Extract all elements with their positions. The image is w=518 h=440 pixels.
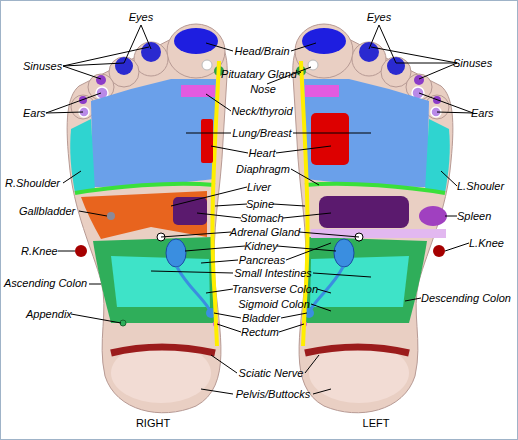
part-label: L.Shouler (457, 179, 504, 193)
part-label: LEFT (363, 416, 390, 430)
heart-zone (311, 113, 349, 165)
part-label: Gallbladder (19, 204, 75, 218)
part-label: Appendix (26, 307, 72, 321)
part-label: RIGHT (136, 416, 170, 430)
part-label: Ears (471, 106, 494, 120)
part-label: Sigmoid Colon (238, 297, 310, 311)
part-label: Spine (246, 197, 274, 211)
part-label: Bladder (242, 311, 280, 325)
part-label: Head/Brain (234, 44, 289, 58)
part-label: Eyes (367, 10, 391, 24)
gallbladder-zone (107, 212, 115, 220)
part-label: Ears (23, 106, 46, 120)
part-label: Descending Colon (421, 291, 511, 305)
part-label: L.Knee (469, 236, 504, 250)
part-label: Stomach (240, 211, 283, 225)
leader-lines (46, 25, 473, 394)
part-label: Sinuses (453, 56, 492, 70)
left-foot (293, 24, 453, 413)
part-label: R.Shoulder (5, 176, 60, 190)
stomach-zone (319, 196, 409, 228)
part-label: Nose (250, 82, 276, 96)
part-label: Neck/thyroid (231, 104, 292, 118)
part-label: Liver (247, 180, 271, 194)
part-label: Ascending Colon (4, 276, 87, 290)
part-label: Pelvis/Buttocks (236, 387, 311, 401)
right-foot (67, 24, 227, 413)
part-label: Small Intestines (234, 266, 312, 280)
part-label: Sciatic Nerve (239, 366, 304, 380)
part-label: Lung/Breast (232, 126, 291, 140)
part-label: Pancreas (239, 253, 285, 267)
adrenal-band (311, 229, 446, 238)
part-label: Kidney (244, 239, 278, 253)
part-label: Pituatary Gland (221, 67, 297, 81)
spleen-zone (419, 206, 447, 226)
part-label: Adrenal Gland (230, 225, 300, 239)
part-label: Sinuses (23, 59, 62, 73)
part-label: Heart (249, 146, 276, 160)
part-label: Rectum (241, 325, 279, 339)
part-label: Transverse Colon (232, 282, 318, 296)
heart-zone (201, 119, 213, 163)
part-label: Diaphragm (236, 162, 290, 176)
part-label: Eyes (129, 10, 153, 24)
part-label: R.Knee (21, 244, 58, 258)
part-label: Spleen (457, 209, 491, 223)
